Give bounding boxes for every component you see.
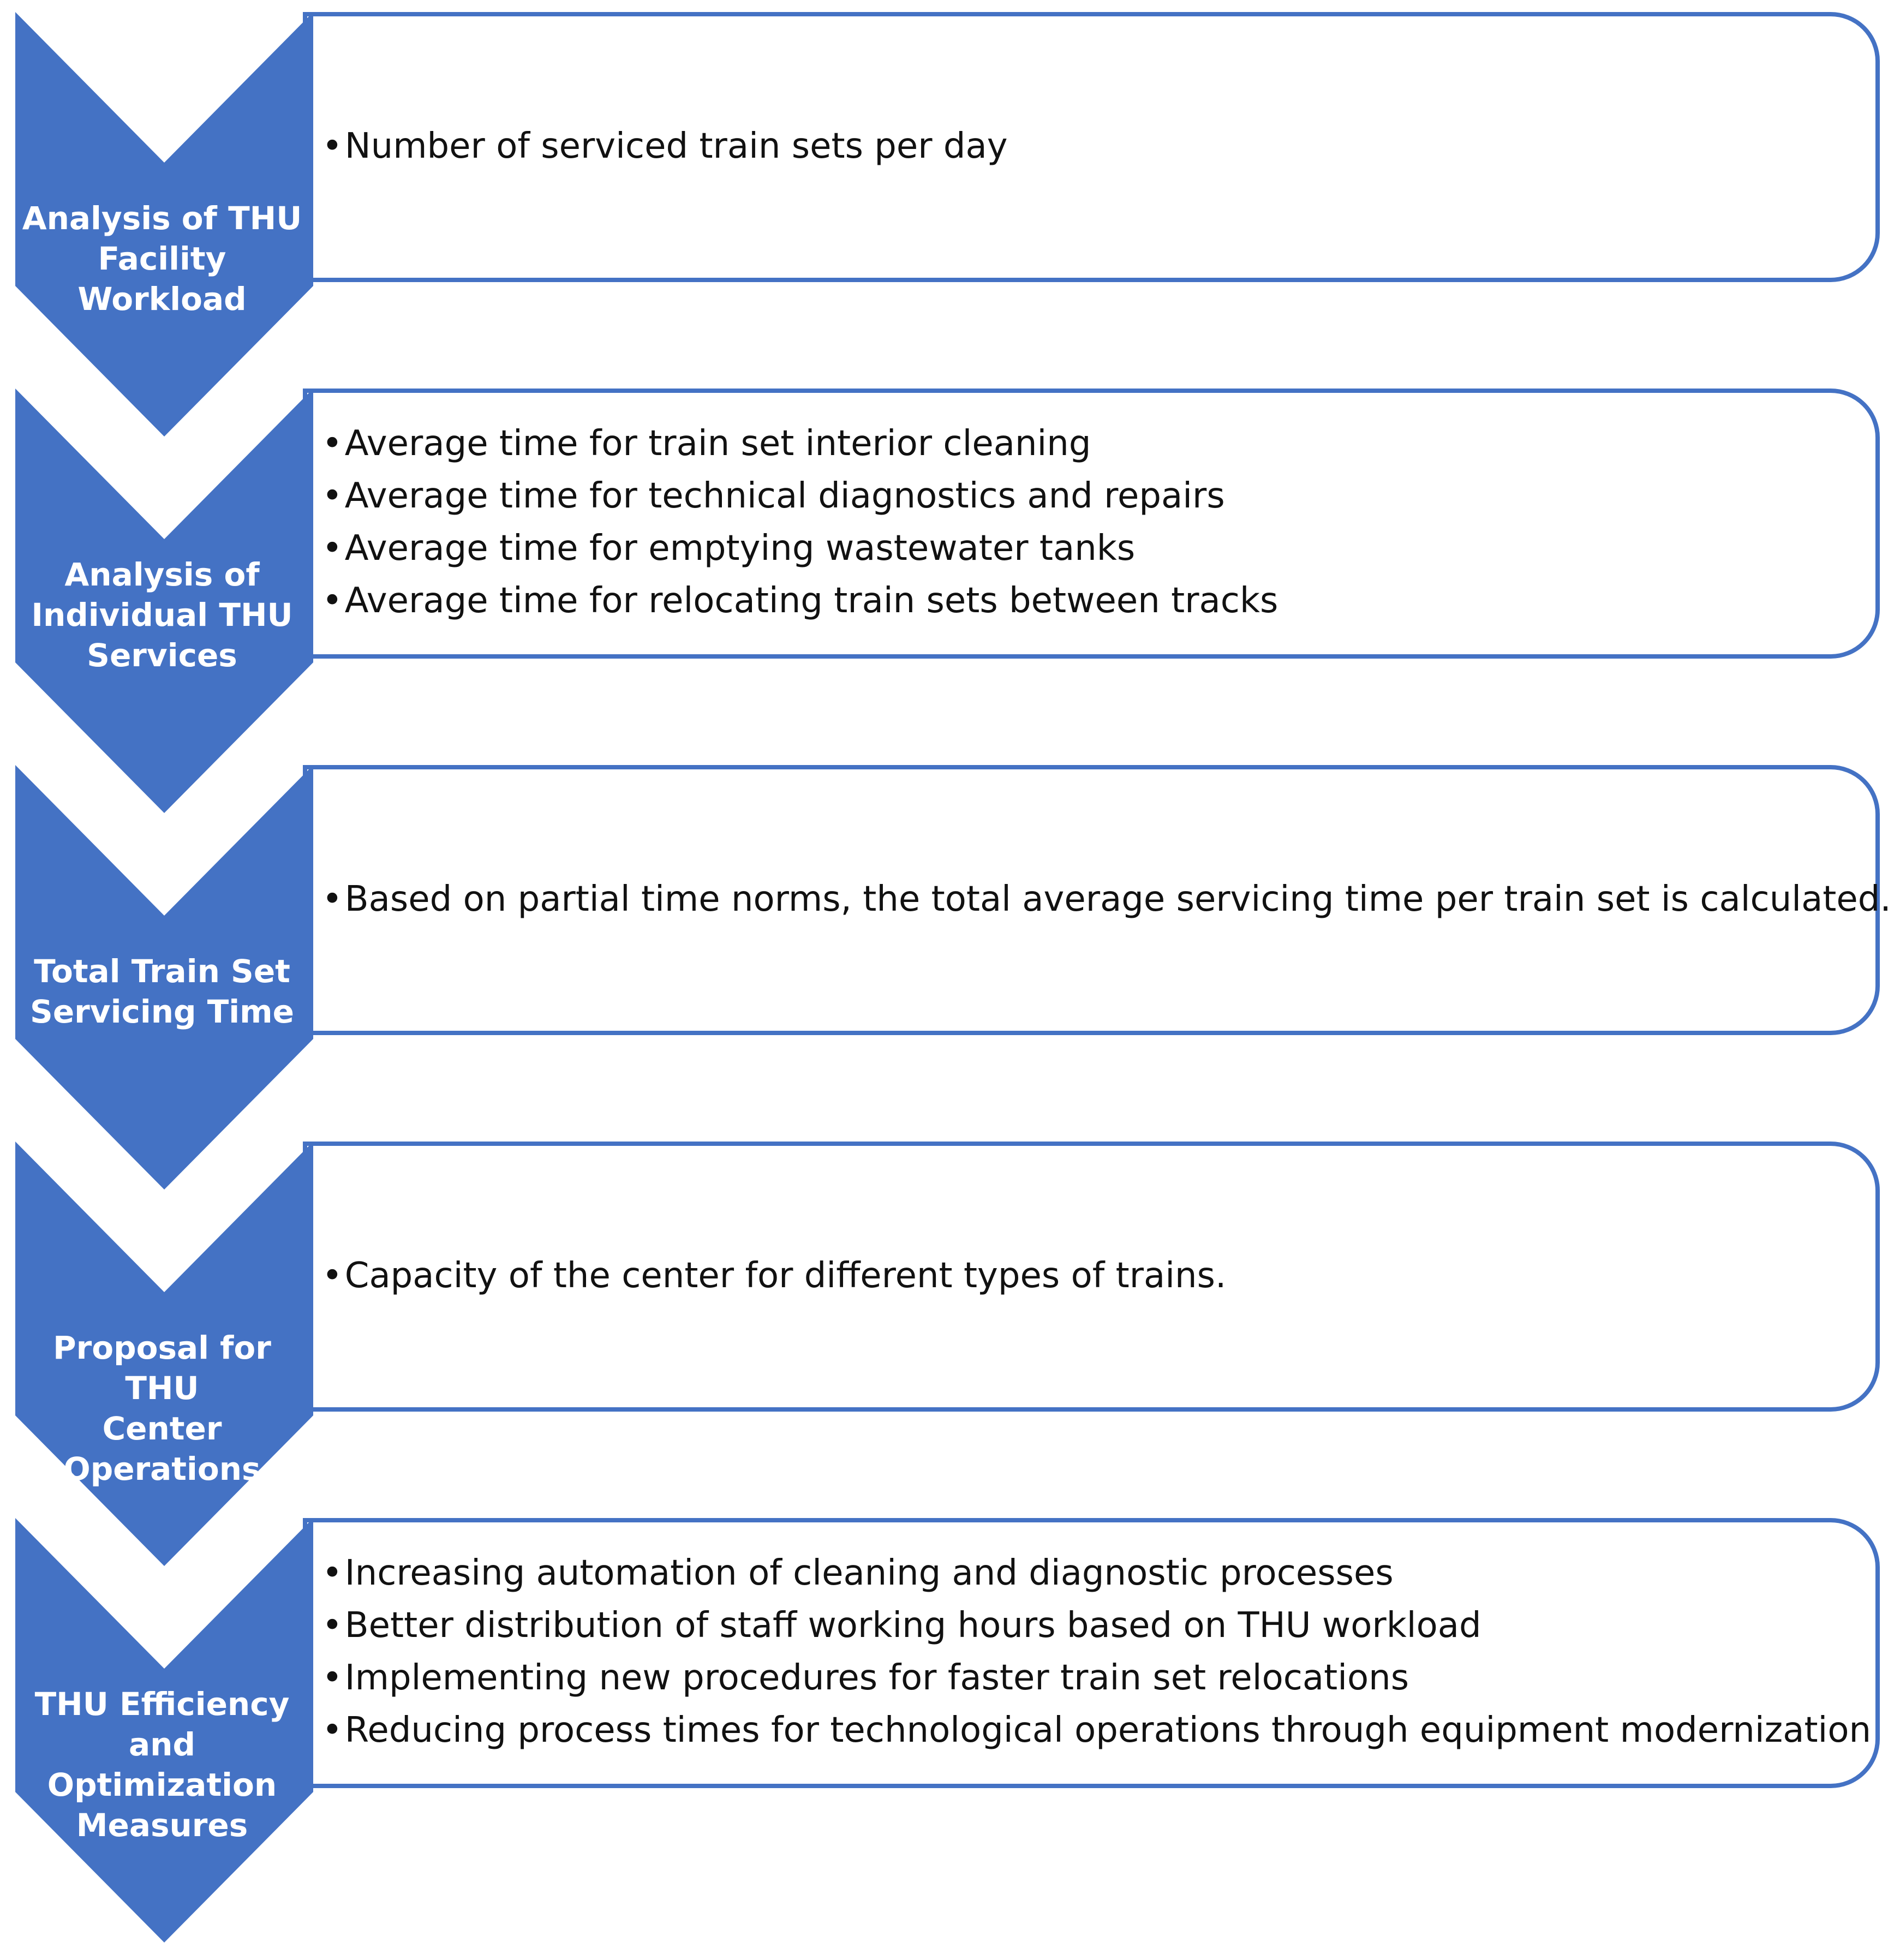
step-chevron-4: [15, 1142, 313, 1566]
bullet-item: Implementing new procedures for faster t…: [322, 1652, 1861, 1704]
chevron-shape: [15, 1142, 313, 1566]
step-items-1: Number of serviced train sets per day: [322, 120, 1861, 172]
step-label-line: Total Train Set: [34, 953, 290, 990]
bullet-item: Average time for relocating train sets b…: [322, 575, 1861, 627]
step-label-line: Servicing Time: [30, 993, 294, 1030]
step-label-line: Services: [87, 637, 237, 674]
chevron-shape: [15, 1518, 313, 1943]
bullet-item: Average time for emptying wastewater tan…: [322, 522, 1861, 575]
step-label-line: Analysis of THU: [22, 200, 302, 237]
step-label-line: THU Efficiency and: [34, 1686, 290, 1763]
step-chevron-5: [15, 1518, 313, 1943]
bullet-item: Average time for technical diagnostics a…: [322, 470, 1861, 522]
step-items-4: Capacity of the center for different typ…: [322, 1250, 1861, 1302]
step-label-line: Measures: [76, 1807, 248, 1844]
bullet-item: Based on partial time norms, the total a…: [322, 873, 1891, 925]
bullet-item: Number of serviced train sets per day: [322, 120, 1861, 172]
bullet-item: Increasing automation of cleaning and di…: [322, 1547, 1861, 1599]
step-chevron-1: [15, 12, 313, 437]
chevron-shape: [15, 765, 313, 1190]
step-items-2: Average time for train set interior clea…: [322, 417, 1861, 627]
step-label-line: Optimization: [47, 1766, 277, 1803]
chevron-shape: [15, 12, 313, 437]
bullet-item: Better distribution of staff working hou…: [322, 1599, 1861, 1652]
step-label-line: Analysis of: [64, 556, 260, 593]
step-label-line: Individual THU: [31, 596, 293, 634]
step-label-line: Center Operations: [63, 1410, 261, 1487]
step-label-line: Proposal for THU: [53, 1329, 271, 1407]
bullet-item: Reducing process times for technological…: [322, 1704, 1871, 1756]
chevron-shape: [15, 389, 313, 813]
bullet-item: Capacity of the center for different typ…: [322, 1250, 1861, 1302]
step-chevron-2: [15, 389, 313, 813]
step-label-line: Facility Workload: [77, 240, 247, 318]
bullet-item: Average time for train set interior clea…: [322, 417, 1861, 470]
step-items-3: Based on partial time norms, the total a…: [322, 873, 1891, 925]
step-items-5: Increasing automation of cleaning and di…: [322, 1547, 1871, 1756]
step-chevron-3: [15, 765, 313, 1190]
